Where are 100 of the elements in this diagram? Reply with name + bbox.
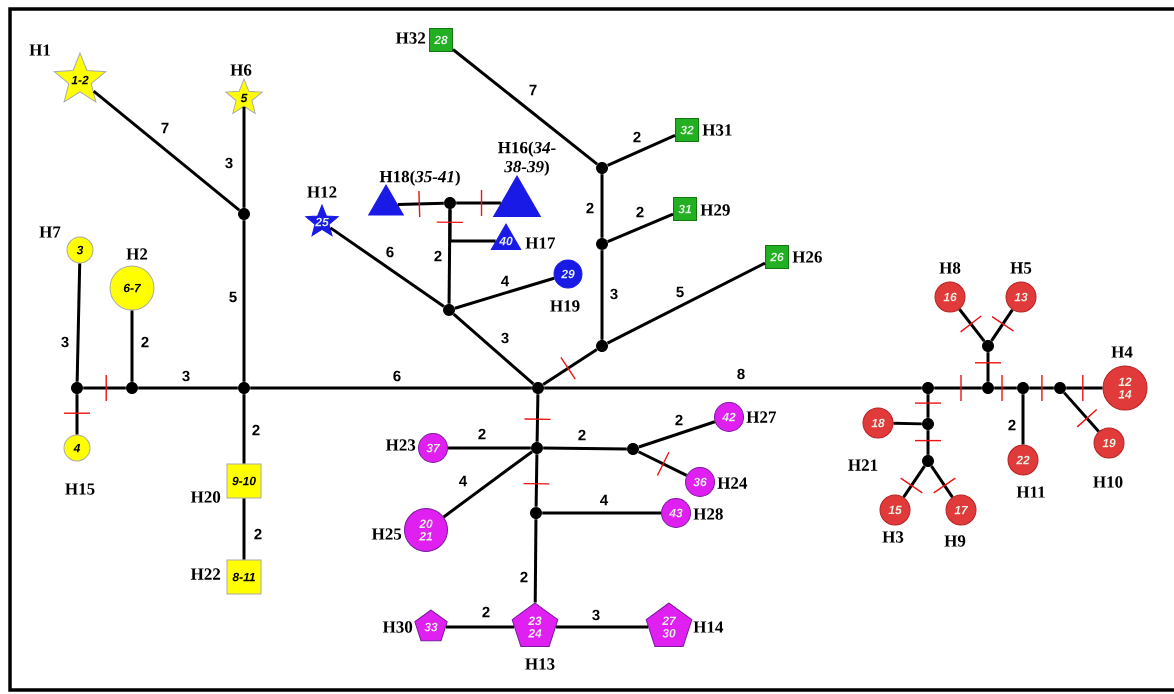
haplotype-label: H11 bbox=[1016, 486, 1045, 498]
haplotype-label: H14 bbox=[693, 621, 724, 633]
edge-label: 2 bbox=[250, 423, 262, 437]
network-line bbox=[442, 450, 533, 519]
network-line bbox=[607, 134, 676, 167]
network-line bbox=[448, 209, 496, 243]
network-line bbox=[452, 48, 599, 166]
network-line bbox=[990, 309, 1014, 342]
edge-label: 2 bbox=[480, 605, 492, 619]
network-line bbox=[138, 386, 238, 390]
network-line bbox=[600, 174, 604, 238]
haplotype-star: 25 bbox=[305, 204, 339, 237]
haplotype-label: H27 bbox=[746, 411, 777, 423]
edge-label: 3 bbox=[59, 335, 71, 349]
edge-label: 2 bbox=[673, 413, 685, 427]
haplotype-triangle: 40 bbox=[490, 223, 522, 250]
haplotype-label: H10 bbox=[1093, 476, 1123, 488]
network-line bbox=[130, 310, 134, 382]
network-line bbox=[242, 394, 246, 464]
haplotype-label: H2 bbox=[126, 248, 148, 260]
haplotype-label: H3 bbox=[882, 531, 904, 543]
network-line bbox=[92, 89, 241, 212]
network-line bbox=[535, 394, 540, 442]
edge-label: 6 bbox=[384, 245, 396, 259]
haplotype-label: H21 bbox=[848, 459, 878, 471]
edge-label: 6 bbox=[391, 369, 403, 383]
network-line bbox=[329, 226, 445, 308]
haplotype-square: 32 bbox=[675, 118, 699, 142]
edge-label: 8 bbox=[735, 367, 747, 381]
edge-label: 4 bbox=[499, 274, 511, 288]
network-line bbox=[638, 420, 716, 449]
edge-label: 2 bbox=[432, 249, 444, 263]
haplotype-label: H1 bbox=[29, 44, 50, 56]
haplotype-label: H4 bbox=[1111, 346, 1133, 358]
network-line bbox=[1029, 386, 1054, 390]
network-line bbox=[926, 430, 930, 455]
haplotype-label: H31 bbox=[702, 124, 732, 136]
edge-label: 3 bbox=[608, 287, 620, 301]
haplotype-label: H9 bbox=[944, 535, 966, 547]
edge-label: 2 bbox=[634, 205, 646, 219]
network-line bbox=[83, 386, 126, 390]
haplotype-label: H5 bbox=[1010, 262, 1032, 274]
haplotype-label: H13 bbox=[525, 658, 555, 670]
edge-label: 4 bbox=[457, 474, 469, 488]
edge-label: 3 bbox=[180, 369, 192, 383]
haplotype-square: 8-11 bbox=[226, 559, 262, 595]
network-line bbox=[958, 308, 986, 342]
edge-label: 3 bbox=[590, 608, 602, 622]
network-line bbox=[543, 446, 627, 451]
network-line bbox=[902, 465, 926, 498]
network-line bbox=[534, 454, 539, 507]
network-line bbox=[456, 201, 501, 205]
edge-label: 3 bbox=[223, 156, 235, 170]
network-line bbox=[637, 450, 688, 477]
network-line bbox=[555, 625, 649, 629]
network-line bbox=[446, 625, 515, 629]
haplotype-square: 31 bbox=[673, 197, 697, 221]
edge-label: 3 bbox=[499, 331, 511, 345]
haplotype-label: H17 bbox=[525, 237, 556, 249]
network-line bbox=[986, 352, 990, 382]
haplotype-label: H20 bbox=[190, 491, 221, 503]
network-line bbox=[994, 386, 1017, 390]
haplotype-label: H29 bbox=[700, 204, 730, 216]
network-line bbox=[448, 446, 531, 450]
haplotype-square: 28 bbox=[429, 28, 453, 52]
haplotype-label: H24 bbox=[717, 477, 748, 489]
haplotype-star: 5 bbox=[225, 78, 263, 114]
edge-label: 2 bbox=[252, 527, 264, 541]
edge-label: 2 bbox=[139, 335, 151, 349]
haplotype-label: H19 bbox=[550, 300, 580, 312]
edge-label: 7 bbox=[159, 121, 171, 135]
haplotype-label: H16(34-38-39) bbox=[498, 141, 556, 176]
network-line bbox=[242, 220, 246, 382]
network-line bbox=[606, 261, 766, 345]
haplotype-label: H32 bbox=[395, 32, 426, 44]
haplotype-pentagon: 33 bbox=[414, 609, 448, 642]
network-line bbox=[397, 201, 444, 207]
network-line bbox=[452, 312, 535, 386]
edge-label: 2 bbox=[584, 201, 596, 215]
network-line bbox=[533, 519, 538, 603]
haplotype-pentagon: 27 30 bbox=[645, 602, 693, 647]
haplotype-label: H25 bbox=[371, 528, 402, 540]
haplotype-label: H8 bbox=[939, 262, 961, 274]
network-line bbox=[1066, 386, 1103, 390]
haplotype-square: 9-10 bbox=[226, 463, 262, 499]
edge-label: 2 bbox=[1006, 418, 1018, 432]
haplotype-label: H30 bbox=[382, 621, 413, 633]
network-line bbox=[454, 276, 555, 310]
network-line bbox=[544, 386, 922, 390]
haplotype-square: 26 bbox=[765, 245, 789, 269]
haplotype-star: 1-2 bbox=[53, 52, 107, 103]
edge-label: 2 bbox=[476, 427, 488, 441]
network-line bbox=[250, 386, 532, 390]
network-line bbox=[1021, 394, 1025, 445]
network-line bbox=[447, 209, 452, 304]
edge-label: 5 bbox=[674, 285, 686, 299]
edge-label: 2 bbox=[518, 570, 530, 584]
haplotype-label: H26 bbox=[792, 251, 822, 263]
haplotype-label: H6 bbox=[230, 64, 252, 76]
network-line bbox=[607, 212, 674, 243]
